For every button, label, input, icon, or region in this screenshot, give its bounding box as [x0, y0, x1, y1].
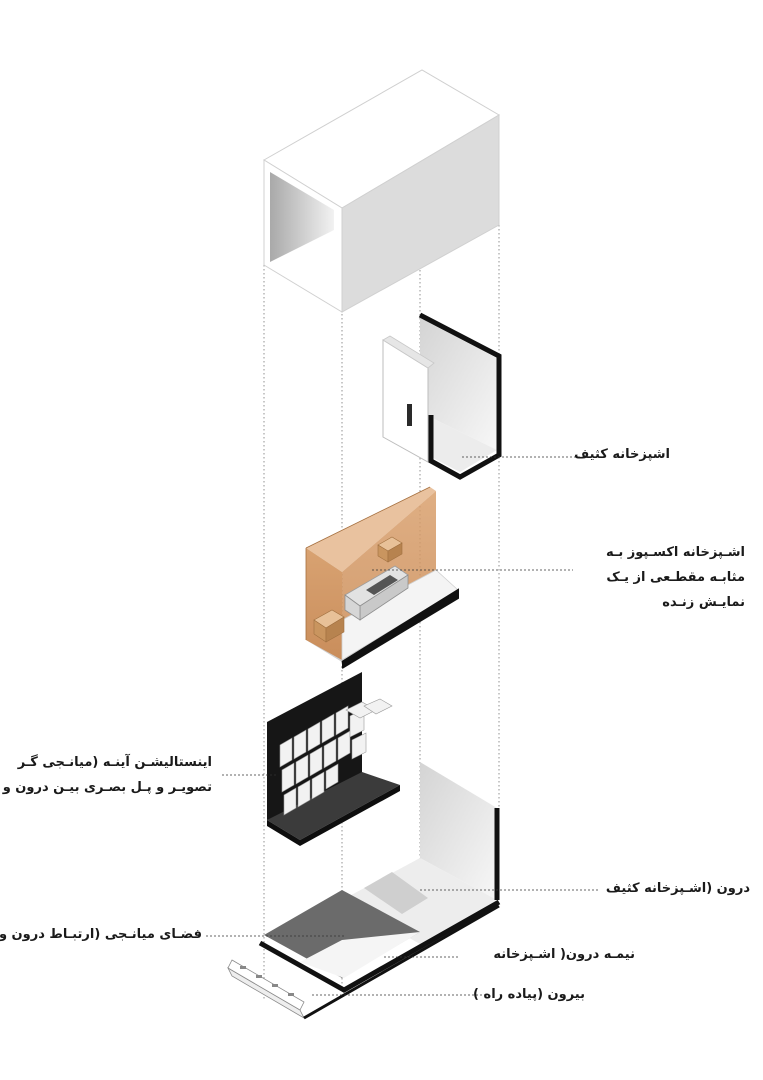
label-exposed-kitchen-line1: اشـپزخانه اکسـپوز بـه — [606, 545, 745, 560]
label-intermediate-space: فضـای میانـجی (ارتبـاط درون و — [0, 927, 202, 942]
roof-box — [263, 69, 500, 313]
label-exposed-kitchen: اشـپزخانه اکسـپوز بـه مثابـه مقطـعی از ی… — [570, 540, 745, 615]
exposed-kitchen-module — [305, 486, 459, 669]
leader-lines — [206, 456, 600, 996]
mirror-tiles — [279, 698, 393, 816]
label-inside: درون (اشـپزخانه کثیف — [605, 881, 750, 896]
label-semi-inside: نیمـه درون( اشـپزخانه — [493, 947, 635, 962]
label-mirror-installation-line2: تصویـر و پـل بصـری بیـن درون و — [2, 780, 212, 795]
label-mirror-installation: اینستالیشـن آینـه (میانـجی گـر تصویـر و … — [2, 750, 212, 800]
dirty-kitchen-module — [382, 312, 502, 480]
label-outside: بیرون (پیاده راه ) — [473, 987, 585, 1002]
ground-floor-module — [227, 762, 501, 1020]
label-exposed-kitchen-line2: مثابـه مقطـعی از یـک — [606, 570, 745, 585]
label-dirty-kitchen: اشپزخانه کثیف — [574, 447, 670, 462]
label-mirror-installation-line1: اینستالیشـن آینـه (میانـجی گـر — [17, 755, 212, 770]
mirror-installation-module — [267, 672, 400, 846]
label-exposed-kitchen-line3: نمایـش زنـده — [662, 595, 745, 610]
